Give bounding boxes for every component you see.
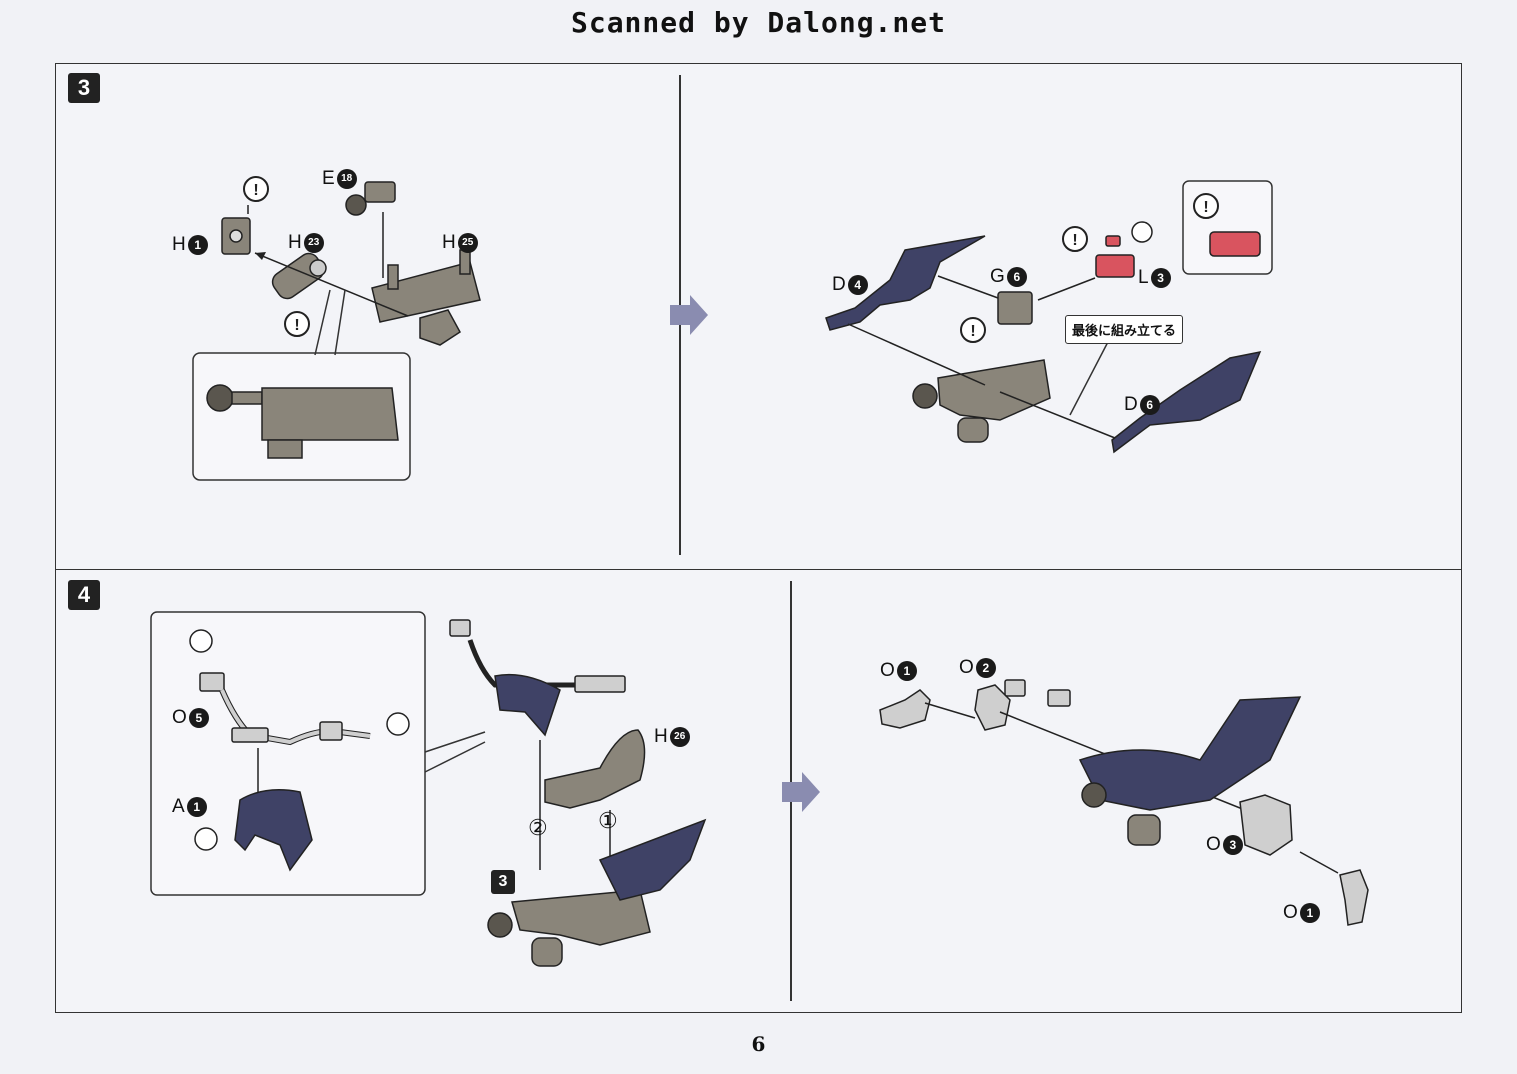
step-4-right-illustration — [879, 679, 1369, 926]
part-h25-shape — [371, 249, 481, 346]
part-body-assembly — [912, 359, 1051, 443]
assembled-part-detail — [206, 384, 399, 459]
step-4-badge: 4 — [68, 580, 100, 610]
order-2-marker: ② — [528, 815, 548, 840]
bike-body-shape — [487, 818, 707, 967]
part-d6-shape — [1111, 350, 1262, 454]
order-1-marker: ① — [598, 808, 618, 833]
cutter-icon — [189, 629, 410, 851]
svg-text:!: ! — [294, 317, 299, 334]
svg-text:!: ! — [970, 323, 975, 340]
part-o1-right-shape — [1339, 869, 1369, 926]
step-3-right-illustration: ! ! ! — [825, 180, 1273, 454]
part-o5-shape — [199, 672, 371, 746]
svg-text:!: ! — [1072, 232, 1077, 249]
warning-icon — [960, 193, 1219, 343]
svg-text:!: ! — [253, 182, 258, 199]
part-e18-shape — [345, 181, 396, 216]
l3-detail-part — [1209, 231, 1261, 257]
assemble-last-callout: 最後に組み立てる — [1065, 315, 1184, 344]
part-o3-shape — [1239, 794, 1293, 856]
part-o2-shape — [974, 679, 1026, 731]
part-h1-shape — [221, 217, 251, 255]
warning-mark: ! ! — [253, 182, 299, 334]
part-d4-shape — [825, 235, 986, 331]
handlebar-assembly-shape — [449, 619, 626, 737]
part-h23-shape — [271, 252, 327, 300]
step-3-next-arrow — [670, 295, 708, 335]
full-bike-assembly-shape — [1047, 689, 1302, 846]
warning-mark: ! ! ! — [970, 199, 1208, 340]
sub-assembly-3-badge: 3 — [491, 870, 515, 894]
step-3-badge: 3 — [68, 73, 100, 103]
svg-text:!: ! — [1203, 199, 1208, 216]
cutter-icon — [1131, 221, 1153, 243]
part-l3-shape — [1095, 235, 1135, 278]
step-4-left-illustration — [150, 611, 707, 967]
part-h26-shape — [544, 729, 646, 809]
page-number: 6 — [751, 1032, 766, 1056]
part-g6-shape — [997, 291, 1033, 325]
warning-icon — [243, 176, 310, 337]
part-o1-left-shape — [879, 689, 931, 729]
part-a1-shape — [234, 789, 313, 872]
scan-credit-header: Scanned by Dalong.net — [570, 6, 946, 39]
step-4-next-arrow — [782, 772, 820, 812]
step-3-left-illustration: ! ! — [192, 176, 481, 481]
